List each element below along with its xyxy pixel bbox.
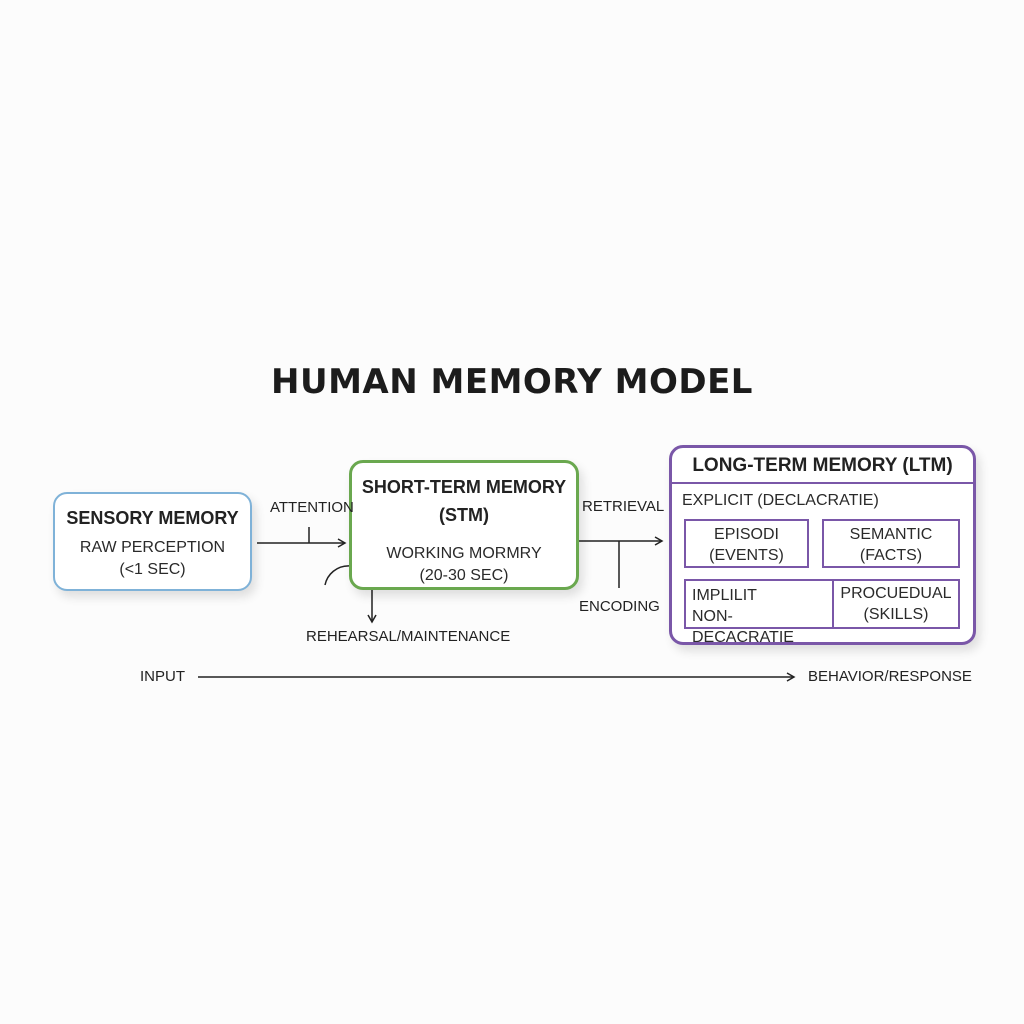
long-term-memory-box: LONG-TERM MEMORY (LTM) EXPLICIT (DECLACR… <box>669 445 976 646</box>
episodic-line1: EPISODI <box>714 526 779 543</box>
behavior-response-label: BEHAVIOR/RESPONSE <box>808 668 972 685</box>
stm-desc: WORKING MORMRY (20-30 SEC) <box>352 543 576 587</box>
procedural-cell: PROCUEDUAL (SKILLS) <box>832 579 960 629</box>
sensory-memory-box: SENSORY MEMORY RAW PERCEPTION (<1 SEC) <box>53 492 252 591</box>
procedural-line1: PROCUEDUAL <box>840 585 952 602</box>
ltm-explicit-label: EXPLICIT (DECLACRATIE) <box>682 492 879 509</box>
semantic-cell: SEMANTIC (FACTS) <box>822 519 960 568</box>
sensory-line1: RAW PERCEPTION <box>79 539 226 556</box>
semantic-line2: (FACTS) <box>859 547 923 564</box>
sensory-line2: (<1 SEC) <box>119 561 186 578</box>
procedural-line2: (SKILLS) <box>863 606 929 623</box>
attention-label: ATTENTION <box>270 499 354 516</box>
stm-title-line2: (STM) <box>439 505 489 525</box>
stm-title: SHORT-TERM MEMORY (STM) <box>352 473 576 529</box>
sensory-memory-title: SENSORY MEMORY <box>66 508 239 528</box>
ltm-title: LONG-TERM MEMORY (LTM) <box>672 448 973 484</box>
retrieval-label: RETRIEVAL <box>582 498 665 515</box>
stm-line2: (20-30 SEC) <box>419 567 509 584</box>
short-term-memory-box: SHORT-TERM MEMORY (STM) WORKING MORMRY (… <box>349 460 579 590</box>
stm-title-line1: SHORT-TERM MEMORY <box>361 477 567 497</box>
rehearsal-label: REHEARSAL/MAINTENANCE <box>306 628 511 645</box>
implicit-line1: IMPLILIT <box>692 587 757 604</box>
episodic-cell: EPISODI (EVENTS) <box>684 519 809 568</box>
sensory-memory-desc: RAW PERCEPTION (<1 SEC) <box>55 537 250 581</box>
encoding-label: ENCODING <box>579 598 660 615</box>
diagram-title: HUMAN MEMORY MODEL <box>271 362 753 402</box>
stm-line1: WORKING MORMRY <box>386 545 542 562</box>
semantic-line1: SEMANTIC <box>849 526 933 543</box>
episodic-line2: (EVENTS) <box>709 547 784 564</box>
implicit-line2: NON-DECACRATIE <box>692 608 794 646</box>
input-label: INPUT <box>140 668 185 685</box>
implicit-cell: IMPLILIT NON-DECACRATIE <box>684 579 834 646</box>
